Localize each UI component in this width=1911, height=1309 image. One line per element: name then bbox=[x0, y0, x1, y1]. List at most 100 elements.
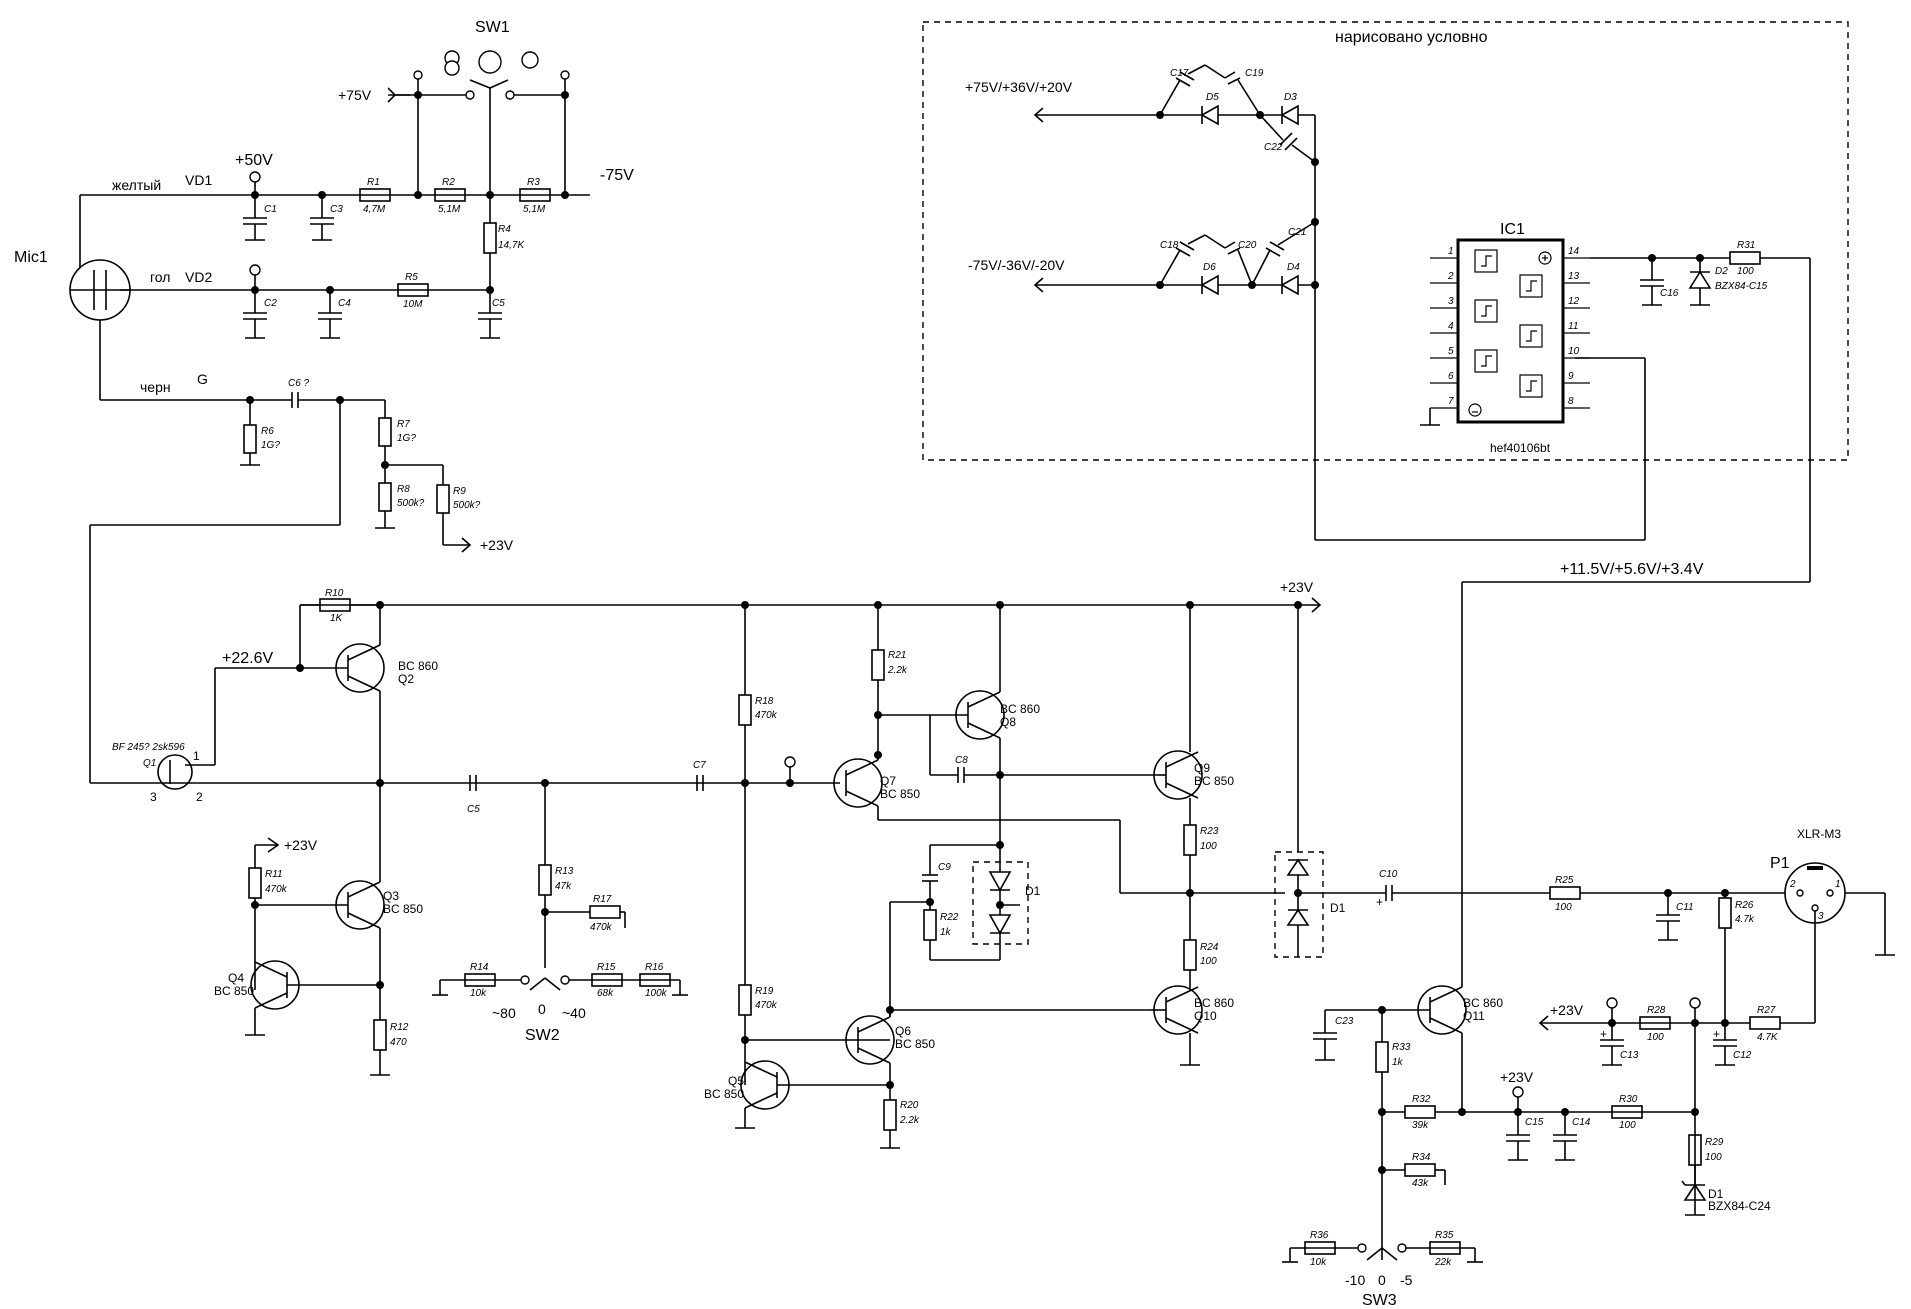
q1-pin2: 2 bbox=[196, 790, 203, 804]
c18-label: C18 bbox=[1160, 240, 1179, 251]
c17-label: C17 bbox=[1170, 68, 1189, 79]
schmitt-trigger-icons bbox=[1468, 249, 1552, 417]
r36-val: 10k bbox=[1310, 1257, 1327, 1268]
r19-ref: R19 bbox=[755, 986, 774, 997]
r24-val: 100 bbox=[1200, 956, 1217, 967]
q10-part: BC 860 bbox=[1194, 996, 1234, 1010]
rail-p23-label-q3: +23V bbox=[284, 837, 318, 853]
r15-val: 68k bbox=[597, 988, 614, 999]
q1-jfet bbox=[157, 754, 193, 790]
q9-part: BC 850 bbox=[1194, 774, 1234, 788]
c5-top-label: C5 bbox=[492, 298, 505, 309]
r13-val: 47k bbox=[555, 881, 572, 892]
c13-label: C13 bbox=[1620, 1050, 1639, 1061]
rail-p50-label: +50V bbox=[235, 152, 273, 169]
r7-val: 1G? bbox=[397, 433, 416, 444]
r8-val: 500k? bbox=[397, 498, 425, 509]
q5-part: BC 850 bbox=[704, 1087, 744, 1101]
r10-ref: R10 bbox=[325, 588, 344, 599]
r6-val: 1G? bbox=[261, 440, 280, 451]
rail-p22-label: +22.6V bbox=[222, 650, 273, 667]
r36-ref: R36 bbox=[1310, 1230, 1329, 1241]
r9-val: 500k? bbox=[453, 500, 481, 511]
c16-label: C16 bbox=[1660, 288, 1679, 299]
q8-transistor bbox=[955, 690, 1005, 740]
p1-ref: P1 bbox=[1770, 855, 1790, 872]
zener-c24-part: BZX84-C24 bbox=[1708, 1199, 1771, 1213]
r31-val: 100 bbox=[1737, 266, 1754, 277]
q8-ref: Q8 bbox=[1000, 715, 1016, 729]
r10-val: 1K bbox=[330, 613, 344, 624]
ic-pin-7: 7 bbox=[1448, 396, 1454, 407]
r17-val: 470k bbox=[590, 922, 613, 933]
sw1-label: SW1 bbox=[475, 19, 510, 36]
ic-pin-5: 5 bbox=[1448, 346, 1454, 357]
rail-p75-label: +75V bbox=[338, 87, 372, 103]
q2-ref: Q2 bbox=[398, 672, 414, 686]
r14-ref: R14 bbox=[470, 962, 489, 973]
r34-ref: R34 bbox=[1412, 1152, 1431, 1163]
rail-bias-label: +11.5V/+5.6V/+3.4V bbox=[1560, 561, 1704, 578]
r27-val: 4.7K bbox=[1757, 1032, 1779, 1043]
c10-plus: + bbox=[1376, 895, 1383, 909]
d4-label: D4 bbox=[1287, 262, 1300, 273]
r8-ref: R8 bbox=[397, 484, 410, 495]
d6-diode bbox=[1200, 274, 1219, 296]
node-g-label: G bbox=[197, 371, 208, 387]
r33-ref: R33 bbox=[1392, 1042, 1411, 1053]
q6-transistor bbox=[845, 1015, 895, 1065]
r33-val: 1k bbox=[1392, 1057, 1404, 1068]
sw3-label: SW3 bbox=[1362, 1292, 1397, 1309]
r20-val: 2.2k bbox=[899, 1115, 920, 1126]
r2-val: 5,1M bbox=[438, 204, 461, 215]
r12-val: 470 bbox=[390, 1037, 407, 1048]
p1-pin1: 1 bbox=[1835, 879, 1841, 890]
r13-ref: R13 bbox=[555, 866, 574, 877]
rail-m75-label: -75V bbox=[600, 167, 634, 184]
r16-val: 100k bbox=[645, 988, 668, 999]
ic-pin-14: 14 bbox=[1568, 246, 1580, 257]
c12-plus: + bbox=[1713, 1027, 1720, 1041]
c11-label: C11 bbox=[1676, 902, 1694, 913]
sw2-label: SW2 bbox=[525, 1027, 560, 1044]
r4-ref: R4 bbox=[498, 224, 511, 235]
ic-pin-6: 6 bbox=[1448, 371, 1454, 382]
c12-label: C12 bbox=[1733, 1050, 1752, 1061]
c6-label: C6 ? bbox=[288, 378, 310, 389]
sw1-switch[interactable] bbox=[413, 50, 570, 100]
d5-diode bbox=[1200, 104, 1219, 126]
q11-ref: Q11 bbox=[1463, 1009, 1485, 1023]
c8-label: C8 bbox=[955, 755, 968, 766]
r16-ref: R16 bbox=[645, 962, 664, 973]
r32-val: 39k bbox=[1412, 1120, 1429, 1131]
ic-part: hef40106bt bbox=[1490, 441, 1551, 455]
ic1-pins-left bbox=[1430, 257, 1458, 409]
d2-zener bbox=[1688, 270, 1712, 289]
sw2-pos-80: ~80 bbox=[492, 1005, 516, 1021]
r29-val: 100 bbox=[1705, 1152, 1722, 1163]
ic-pin-13: 13 bbox=[1568, 271, 1580, 282]
c14-label: C14 bbox=[1572, 1117, 1591, 1128]
c19-label: C19 bbox=[1245, 68, 1264, 79]
r31-ref: R31 bbox=[1737, 240, 1755, 251]
rail-p23-label-gate: +23V bbox=[480, 537, 514, 553]
q3-ref: Q3 bbox=[383, 889, 399, 903]
sw2-switch[interactable] bbox=[520, 975, 570, 991]
d1-protect-box bbox=[1274, 851, 1324, 958]
sw2-pos-40: ~40 bbox=[562, 1005, 586, 1021]
q11-part: BC 860 bbox=[1463, 996, 1503, 1010]
r27-ref: R27 bbox=[1757, 1005, 1776, 1016]
ic-pin-10: 10 bbox=[1568, 346, 1580, 357]
q1-part: BF 245? 2sk596 bbox=[112, 742, 185, 753]
r11-val: 470k bbox=[265, 884, 288, 895]
q3-part: BC 850 bbox=[383, 902, 423, 916]
q4-part: BC 850 bbox=[214, 984, 254, 998]
r12-ref: R12 bbox=[390, 1022, 409, 1033]
r21-val: 2.2k bbox=[887, 665, 908, 676]
c21-label: C21 bbox=[1288, 227, 1306, 238]
r26-val: 4.7k bbox=[1735, 914, 1755, 925]
c3-label: C3 bbox=[330, 204, 343, 215]
sw3-pos-m5: -5 bbox=[1400, 1272, 1413, 1288]
r25-ref: R25 bbox=[1555, 875, 1574, 886]
ic-pin-9: 9 bbox=[1568, 371, 1574, 382]
